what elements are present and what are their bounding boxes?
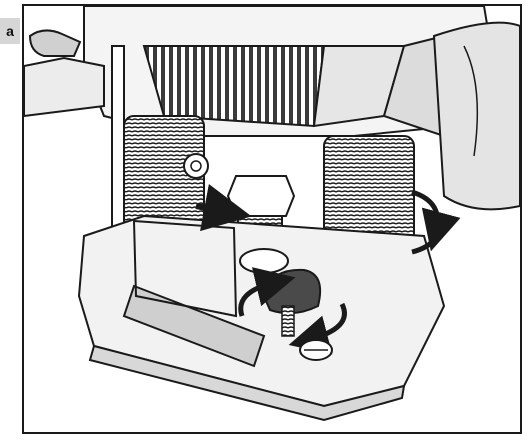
right-handle	[432, 21, 520, 211]
clamp-lever	[24, 29, 105, 118]
base-screw	[299, 339, 333, 361]
direction-arrow-nut	[195, 183, 252, 232]
illustration-frame	[22, 4, 522, 434]
figure-label-tab: a	[0, 18, 20, 44]
figure-label: a	[6, 23, 14, 39]
router-base-plate	[77, 214, 446, 422]
lock-knob	[183, 153, 209, 179]
rotation-arrow-column	[411, 189, 461, 255]
rotation-arrow-knob	[238, 267, 347, 355]
router-motor-housing	[83, 6, 496, 138]
router-illustration	[24, 6, 520, 422]
